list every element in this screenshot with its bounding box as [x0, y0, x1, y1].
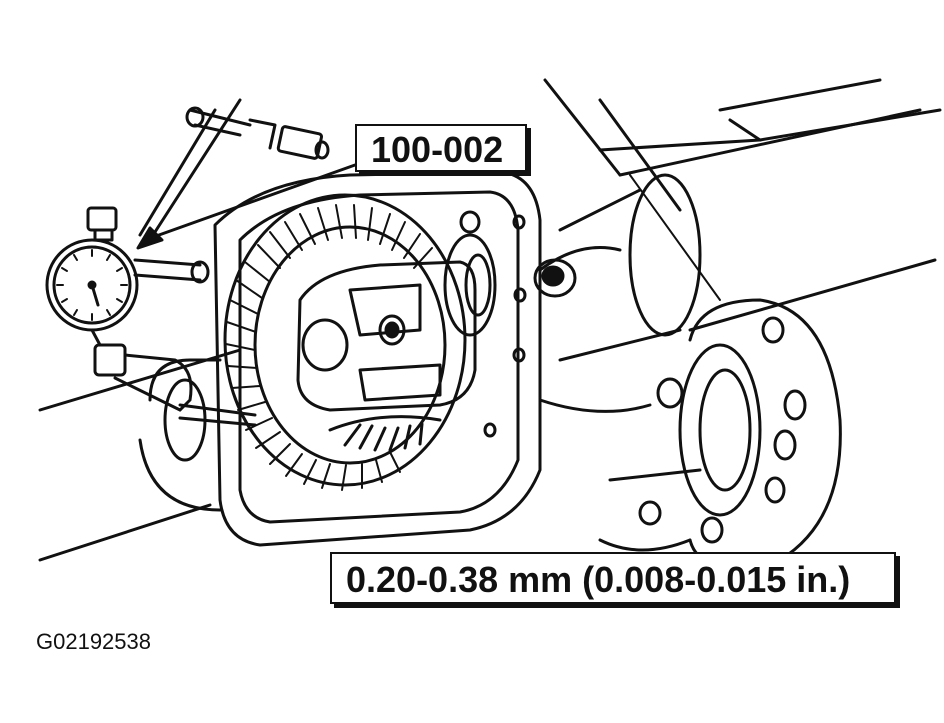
pointer-arrows [136, 98, 357, 250]
axle-tube [533, 108, 937, 362]
backlash-specification-label: 0.20-0.38 mm (0.008-0.015 in.) [330, 552, 896, 604]
ring-gear [223, 193, 467, 491]
special-tool-number-label: 100-002 [355, 124, 527, 172]
differential-housing [138, 170, 652, 547]
differential-case [296, 233, 497, 452]
dial-indicator [45, 206, 257, 427]
figure-id: G02192538 [36, 629, 151, 654]
magnetic-base-post [185, 106, 330, 160]
